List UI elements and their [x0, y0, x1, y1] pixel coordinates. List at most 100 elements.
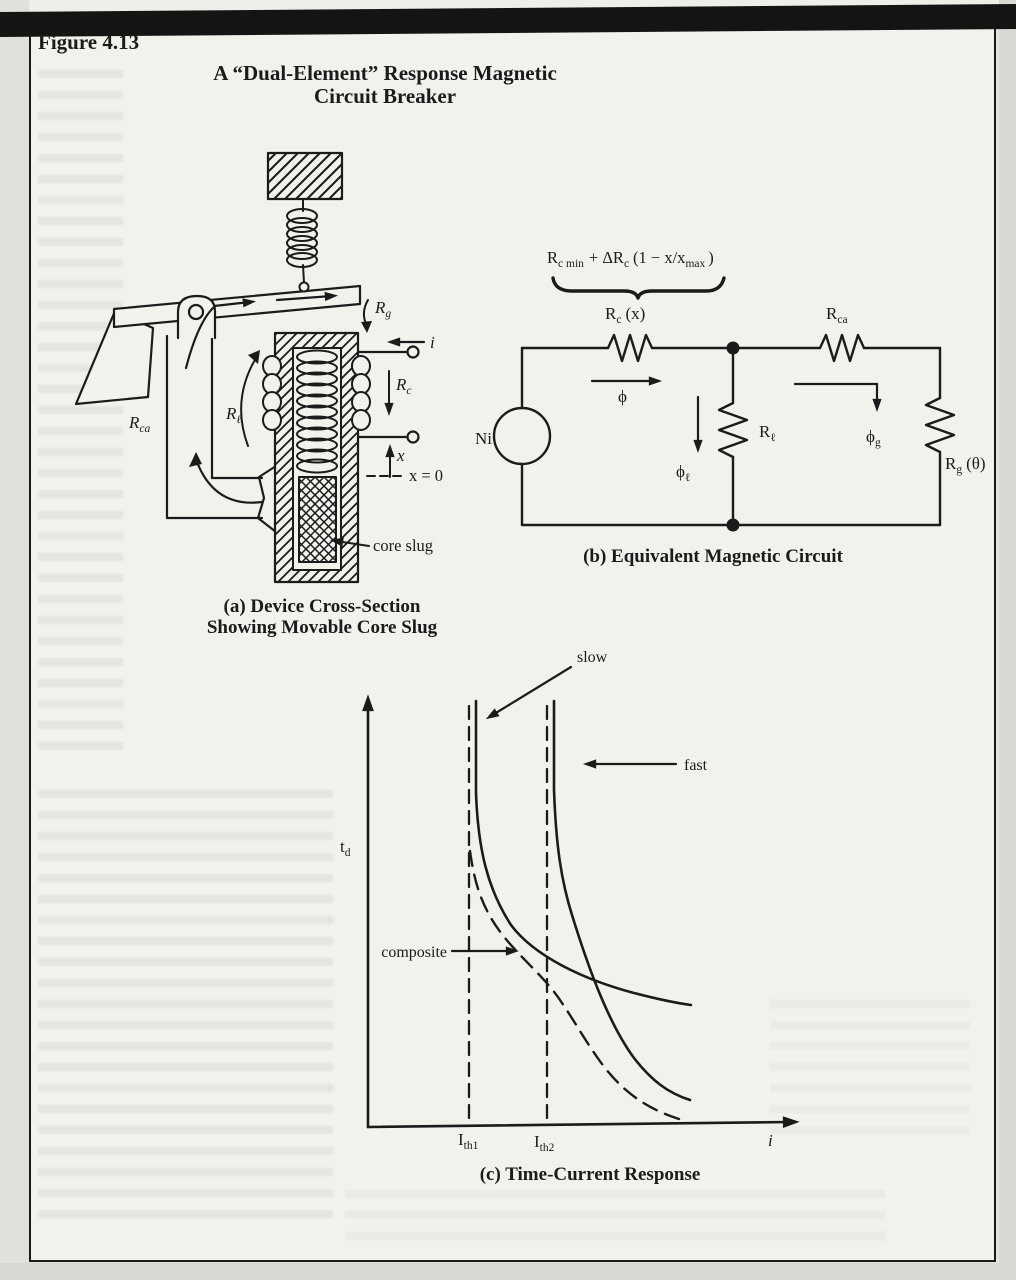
x-axis: [366, 1120, 794, 1129]
winding-end-loops: [262, 355, 371, 431]
bleed-through-text: [38, 790, 333, 1220]
node-dot: [726, 341, 740, 355]
arrowhead: [485, 708, 500, 720]
x-axis-label: i: [768, 1131, 773, 1150]
hatch-line: [310, 536, 337, 563]
arrowhead: [386, 337, 401, 347]
hatch-line: [298, 514, 337, 553]
figure-title: A “Dual-Element” Response Magnetic Circu…: [145, 62, 625, 108]
arrowhead: [362, 694, 374, 712]
ith2-tick-label: Ith2: [534, 1132, 555, 1154]
arrowhead: [782, 1116, 800, 1128]
hatch-line: [298, 559, 302, 563]
hatch-line: [337, 561, 359, 583]
hatch-line: [323, 476, 337, 490]
hatch-line: [274, 332, 298, 356]
bleed-through-text: [38, 70, 123, 760]
slow-curve: [474, 699, 693, 1007]
arrowhead: [242, 298, 257, 308]
return-spring: [286, 208, 318, 268]
hatch-line: [298, 478, 337, 517]
spring-attachment: [298, 281, 310, 293]
hatch-line: [298, 550, 311, 563]
arrowhead: [648, 376, 663, 386]
x-zero-label: x = 0: [409, 466, 443, 485]
armature-lever: [112, 284, 362, 329]
caption-a-line1: (a) Device Cross-Section: [224, 596, 421, 617]
x-label: x: [396, 446, 405, 465]
composite-label: composite: [381, 944, 447, 961]
hatch-line: [306, 163, 343, 200]
rg-theta-label: Rg(θ): [945, 454, 986, 476]
spring-link: [302, 264, 305, 284]
equivalent-magnetic-circuit: Rc min+ ΔRc(1 − x/xmax) Rc(x) Rca Ni ϕ ϕ…: [475, 248, 986, 567]
hatch-line: [267, 152, 277, 162]
phi-g-label: ϕg: [866, 427, 881, 449]
flux-path-curve: [195, 460, 264, 504]
underbrace: [551, 276, 726, 300]
resistor-rcx: [606, 333, 654, 363]
rg-label: Rg: [374, 298, 391, 320]
current-label: i: [430, 333, 435, 352]
hatch-line: [298, 532, 329, 563]
rca-label: Rca: [128, 413, 150, 435]
hatch-line: [298, 476, 307, 485]
rc-label: Rc: [395, 375, 412, 397]
circuit-wires: [492, 333, 956, 527]
arrowhead: [361, 321, 372, 333]
resistor-rg: [924, 396, 956, 454]
ith1-tick-label: Ith1: [458, 1130, 479, 1152]
figure-number-label: Figure 4.13: [38, 30, 140, 54]
hatch-line: [328, 185, 343, 200]
bleed-through-text: [770, 1000, 970, 1140]
caption-a-line2: Showing Movable Core Slug: [207, 617, 438, 638]
rl-label: Rℓ: [225, 404, 241, 426]
hatch-line: [298, 505, 337, 544]
arrowhead: [248, 350, 260, 364]
device-frame: [165, 334, 278, 534]
hatch-line: [327, 551, 359, 583]
time-current-chart: slow fast composite td Ith1 Ith2 i (c) T…: [340, 649, 800, 1185]
figure-title-line2: Circuit Breaker: [313, 84, 457, 108]
page-bottom-margin: [0, 1263, 1016, 1280]
resistor-rl: [717, 401, 749, 459]
hatch-line: [274, 332, 308, 366]
core-slug: [298, 476, 337, 563]
hatch-line: [319, 545, 337, 563]
hatch-line: [298, 476, 316, 494]
hatch-line: [267, 152, 310, 195]
coil-turns: [296, 349, 338, 474]
airgap-arrow-curve: [362, 299, 369, 325]
node-dot: [726, 518, 740, 532]
core-slug-label: core slug: [373, 536, 433, 555]
hatch-line: [298, 482, 337, 521]
hatch-line: [267, 152, 288, 173]
arrowhead: [330, 537, 344, 547]
fixed-support-block: [266, 151, 344, 201]
hatch-line: [298, 541, 320, 563]
ni-label: Ni: [475, 429, 492, 448]
phi-label: ϕ: [618, 387, 627, 406]
leakage-flux-curve: [240, 357, 257, 447]
hatch-line: [328, 554, 337, 563]
arrowhead: [505, 946, 520, 956]
bleed-through-text: [345, 1190, 885, 1248]
hatch-line: [301, 527, 337, 563]
hatch-line: [298, 487, 337, 526]
coil-terminals: [356, 345, 420, 444]
slow-label: slow: [577, 649, 608, 666]
phi-l-label: ϕℓ: [676, 462, 690, 484]
arrowhead: [189, 452, 202, 467]
flux-arrow: [275, 294, 334, 302]
fast-label: fast: [684, 757, 708, 774]
rcx-label: Rc(x): [605, 304, 645, 326]
arrowhead: [693, 439, 703, 454]
resistor-rca: [818, 333, 866, 363]
pivot-pin: [187, 303, 205, 321]
hatch-line: [274, 332, 278, 336]
arrowhead: [385, 443, 395, 458]
arrowhead: [872, 398, 882, 413]
figure-box: [29, 24, 996, 1262]
arrowhead: [324, 291, 339, 302]
rl-label: Rℓ: [759, 422, 776, 444]
